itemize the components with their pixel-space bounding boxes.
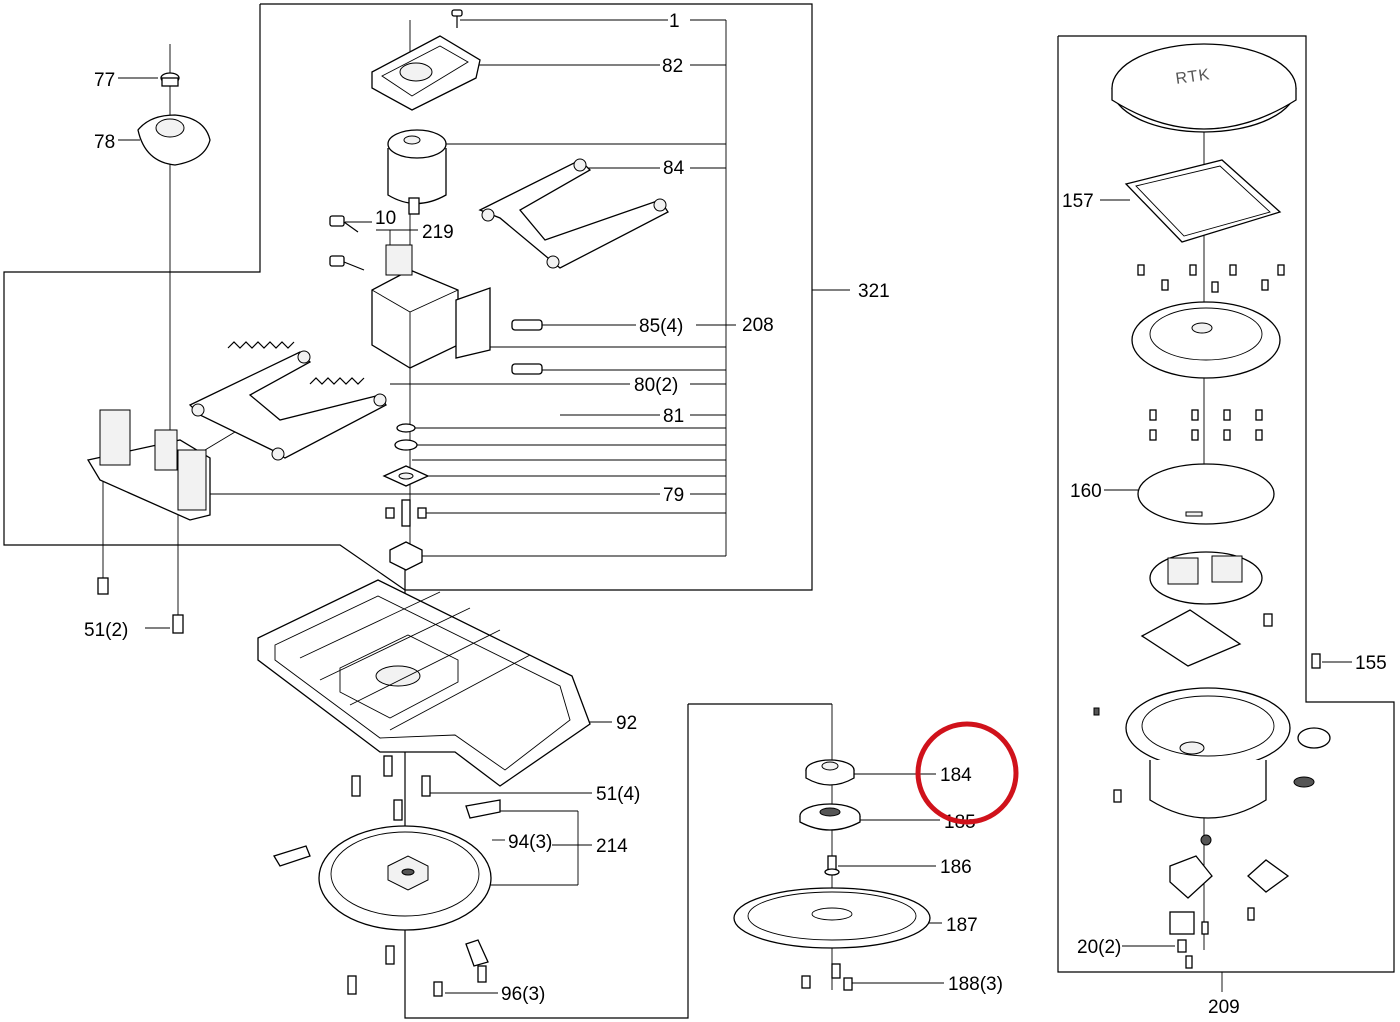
label-84: 84: [663, 158, 685, 179]
part-155-screw: [1311, 653, 1321, 669]
label-208: 208: [742, 315, 774, 336]
rtk-screws-row1: [1137, 264, 1285, 293]
part-186-pin: [824, 855, 840, 876]
label-160: 160: [1070, 481, 1102, 502]
label-20: 20(2): [1077, 937, 1121, 958]
label-51-4: 51(4): [596, 784, 640, 805]
highlight-circle-184: [915, 721, 1019, 825]
parts-drawings: RTK: [86, 9, 1331, 997]
part-rtk-cover: RTK: [1111, 43, 1297, 133]
callout-labels: 1 82 77 78 84 10 219 321 85(4) 208 80(2)…: [84, 11, 1387, 1018]
part-82-plate: [371, 35, 481, 111]
part-79-bracket: [86, 409, 211, 521]
part-10-bolts: [329, 215, 365, 271]
label-79: 79: [663, 485, 684, 506]
rtk-screws-row2: [1149, 409, 1263, 441]
part-78-cam: [137, 114, 211, 166]
label-10: 10: [375, 208, 396, 229]
label-51-2: 51(2): [84, 620, 128, 641]
label-186: 186: [940, 857, 972, 878]
part-51-screws: [97, 577, 431, 821]
label-209: 209: [1208, 997, 1240, 1018]
label-157: 157: [1062, 191, 1094, 212]
label-82: 82: [662, 56, 683, 77]
part-rtk-pcb: [1140, 551, 1273, 667]
rtk-cover-text: RTK: [1175, 66, 1212, 88]
part-94-blades: [273, 799, 501, 967]
part-rtk-baseplate: [1131, 301, 1281, 379]
group-frames: [3, 3, 1395, 1019]
label-321: 321: [858, 281, 890, 302]
part-motor: [387, 129, 447, 215]
label-96: 96(3): [501, 984, 545, 1005]
label-1: 1: [669, 11, 680, 32]
label-155: 155: [1355, 653, 1387, 674]
part-92-chassis: [257, 579, 591, 787]
part-rtk-housing: [1093, 687, 1331, 819]
frame-184-left: [404, 560, 689, 1019]
part-84-arm: [478, 158, 669, 269]
label-187: 187: [946, 915, 978, 936]
part-80-springs: [227, 341, 365, 385]
part-157-gasket: [1124, 159, 1282, 243]
part-85-pins: [511, 319, 543, 375]
label-78: 78: [94, 132, 115, 153]
label-94: 94(3): [508, 832, 552, 853]
part-184-hub: [805, 759, 855, 786]
label-81: 81: [663, 406, 684, 427]
label-92: 92: [616, 713, 637, 734]
label-85: 85(4): [639, 316, 683, 337]
label-219: 219: [422, 222, 454, 243]
frame-321: [3, 3, 813, 591]
part-20-clips: [1169, 834, 1290, 969]
label-188: 188(3): [948, 974, 1003, 995]
part-washers: [382, 423, 430, 571]
part-96-screws: [347, 945, 487, 997]
part-187-disc: [733, 887, 931, 949]
part-housing: [371, 244, 491, 369]
label-184: 184: [940, 765, 972, 786]
part-81-arm: [188, 350, 387, 461]
label-80: 80(2): [634, 375, 678, 396]
part-1-screw: [451, 9, 463, 28]
label-77: 77: [94, 70, 115, 91]
frame-209: [1057, 35, 1395, 973]
part-188-screws: [801, 963, 853, 991]
part-77-gear: [160, 72, 180, 87]
part-185-plate: [799, 803, 861, 831]
label-214: 214: [596, 836, 628, 857]
part-214-disc: [318, 825, 492, 931]
part-160-gasket: [1137, 463, 1275, 525]
